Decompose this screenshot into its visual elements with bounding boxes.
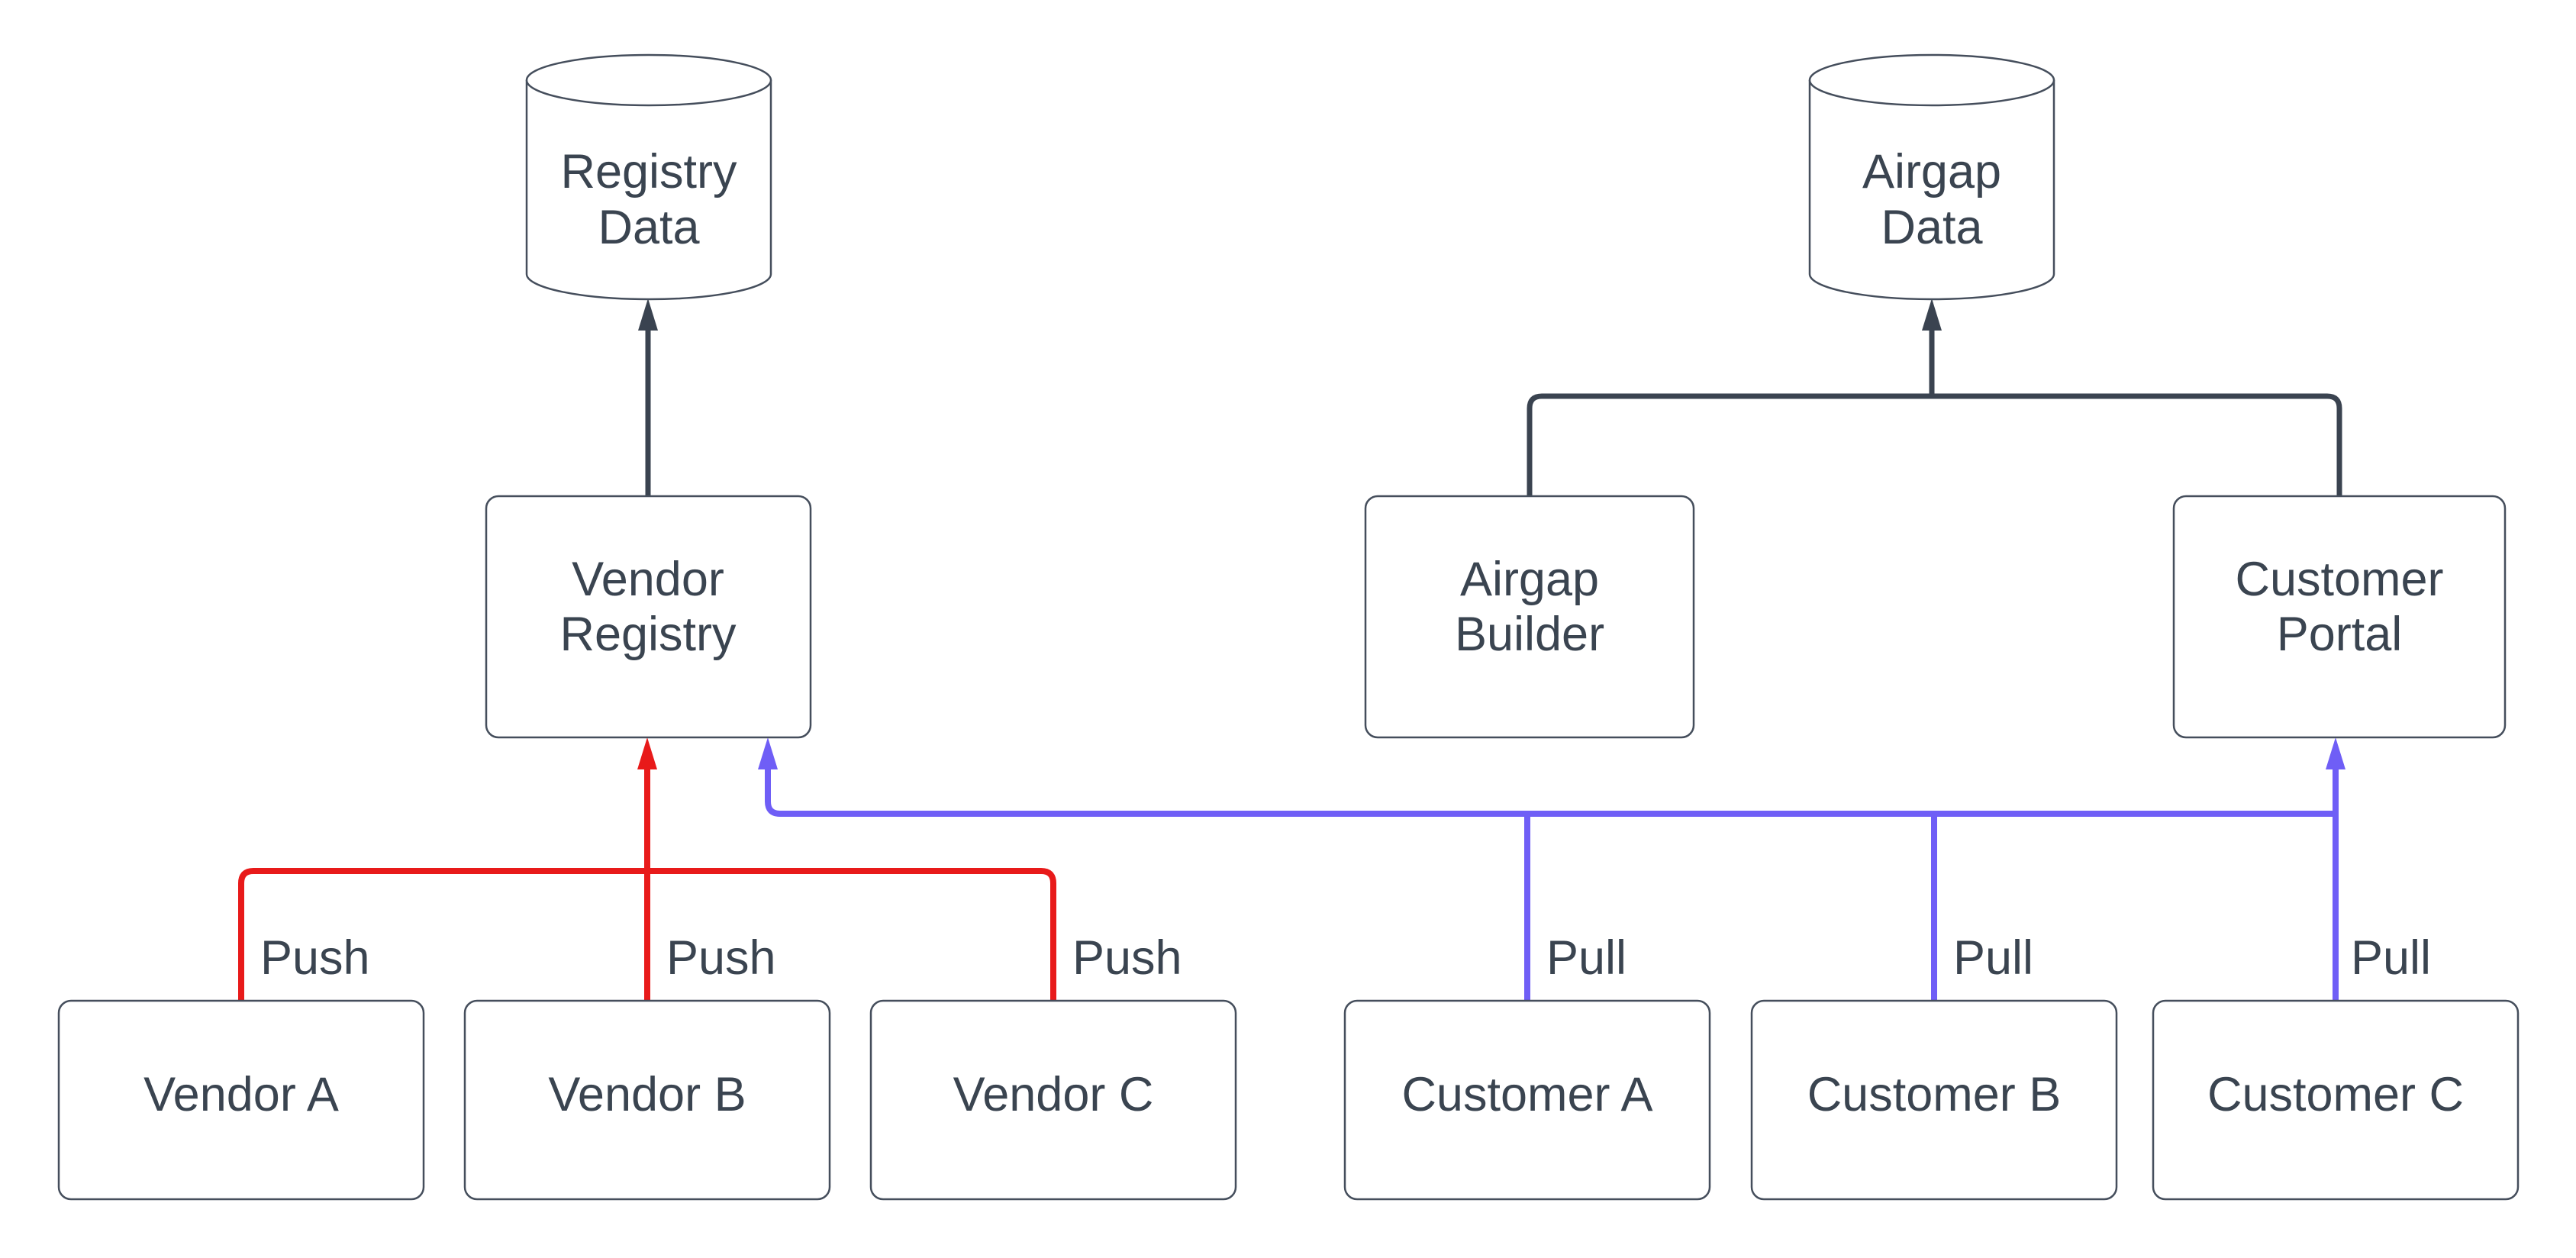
edge-push-group [238, 737, 1056, 1001]
node-label: Vendor A [143, 1068, 339, 1121]
process-box [2152, 999, 2520, 1201]
edge-label-push-vendor-c: Push [1072, 931, 1182, 985]
node-customer-c: Customer C [2152, 999, 2520, 1201]
process-box [1343, 999, 1711, 1201]
node-label: Data [598, 201, 700, 254]
node-label: Data [1881, 201, 1983, 254]
cylinder-top [525, 53, 772, 107]
node-label: Registry [559, 608, 737, 661]
node-label: Customer C [2207, 1068, 2464, 1121]
node-vendor-a: Vendor A [57, 999, 425, 1201]
node-label: Portal [2277, 608, 2403, 661]
arrowhead-up-icon [2326, 737, 2345, 769]
arrowhead-up-icon [637, 737, 657, 769]
cylinder-top [1808, 53, 2055, 107]
node-registry-data: Registry Data [525, 53, 772, 301]
node-vendor-registry: Vendor Registry [485, 495, 812, 739]
node-customer-portal: Customer Portal [2172, 495, 2507, 739]
node-airgap-data: Airgap Data [1808, 53, 2055, 301]
process-box [1750, 999, 2118, 1201]
cylinder-body [525, 80, 772, 301]
arrowhead-up-icon [758, 737, 778, 769]
process-box [485, 495, 812, 739]
edge-label-pull-customer-a: Pull [1546, 931, 1627, 985]
node-vendor-c: Vendor C [869, 999, 1237, 1201]
node-label: Vendor C [953, 1068, 1154, 1121]
edge-vendor-registry-to-registry-data [638, 298, 658, 496]
edge-airgap-builder-and-portal-to-airgap-data [1527, 298, 2342, 496]
node-airgap-builder: Airgap Builder [1364, 495, 1695, 739]
pull-bus-line [765, 769, 2336, 817]
process-box [463, 999, 831, 1201]
node-label: Customer A [1401, 1068, 1652, 1121]
arrowhead-up-icon [638, 298, 658, 331]
node-customer-a: Customer A [1343, 999, 1711, 1201]
flow-line [1527, 393, 2342, 496]
cylinder-body [1808, 80, 2055, 301]
edge-label-push-vendor-a: Push [260, 931, 370, 985]
arrowhead-up-icon [1922, 298, 1942, 331]
node-label: Vendor B [548, 1068, 746, 1121]
node-label: Vendor [572, 553, 724, 606]
node-label: Registry [560, 145, 737, 198]
edge-label-pull-customer-b: Pull [1953, 931, 2033, 985]
node-label: Customer B [1807, 1068, 2062, 1121]
node-customer-b: Customer B [1750, 999, 2118, 1201]
node-label: Customer [2235, 553, 2443, 606]
node-label: Builder [1455, 608, 1604, 661]
process-box [2172, 495, 2507, 739]
edge-label-push-vendor-b: Push [666, 931, 776, 985]
node-label: Airgap [1460, 553, 1599, 606]
edge-pull-group [758, 737, 2345, 1001]
process-box [57, 999, 425, 1201]
node-label: Airgap [1862, 145, 2001, 198]
process-box [869, 999, 1237, 1201]
edge-label-pull-customer-c: Pull [2351, 931, 2431, 985]
node-vendor-b: Vendor B [463, 999, 831, 1201]
process-box [1364, 495, 1695, 739]
